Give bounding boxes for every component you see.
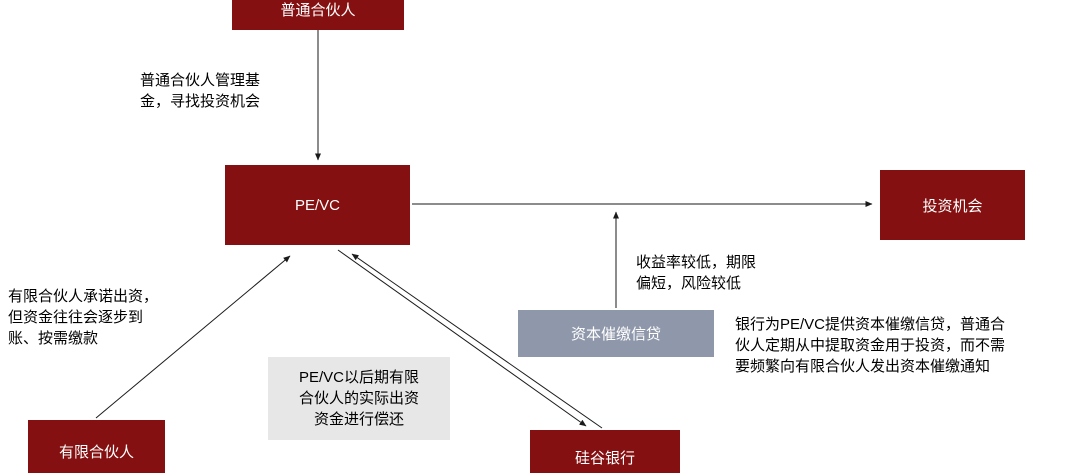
node-capital-call-credit: 资本催缴信贷 (518, 310, 714, 357)
node-pevc: PE/VC (225, 165, 410, 245)
node-limited-partner-label: 有限合伙人 (58, 443, 134, 461)
node-investment-opportunity: 投资机会 (880, 170, 1025, 240)
node-investment-opportunity-label: 投资机会 (922, 197, 983, 215)
annotation-bank-note: 银行为PE/VC提供资本催缴信贷，普通合 伙人定期从中提取资金用于投资，而不需 … (735, 316, 1006, 375)
node-svb-label: 硅谷银行 (574, 450, 635, 467)
annotation-lp-commitment: 有限合伙人承诺出资， 但资金往往会逐步到 账、按需缴款 (8, 288, 159, 347)
node-limited-partner: 有限合伙人 (28, 420, 165, 473)
node-general-partner-label: 普通合伙人 (280, 2, 356, 19)
node-general-partner: 普通合伙人 (232, 0, 404, 30)
node-pevc-label: PE/VC (294, 196, 340, 214)
annotation-gp-manages: 普通合伙人管理基 金，寻找投资机会 (140, 72, 261, 110)
annotation-repayment-note: PE/VC以后期有限 合伙人的实际出资 资金进行偿还 (268, 357, 450, 440)
node-capital-call-credit-label: 资本催缴信贷 (570, 326, 661, 343)
node-svb: 硅谷银行 (530, 430, 680, 473)
annotation-yield-note: 收益率较低，期限 偏短，风险较低 (636, 254, 757, 292)
